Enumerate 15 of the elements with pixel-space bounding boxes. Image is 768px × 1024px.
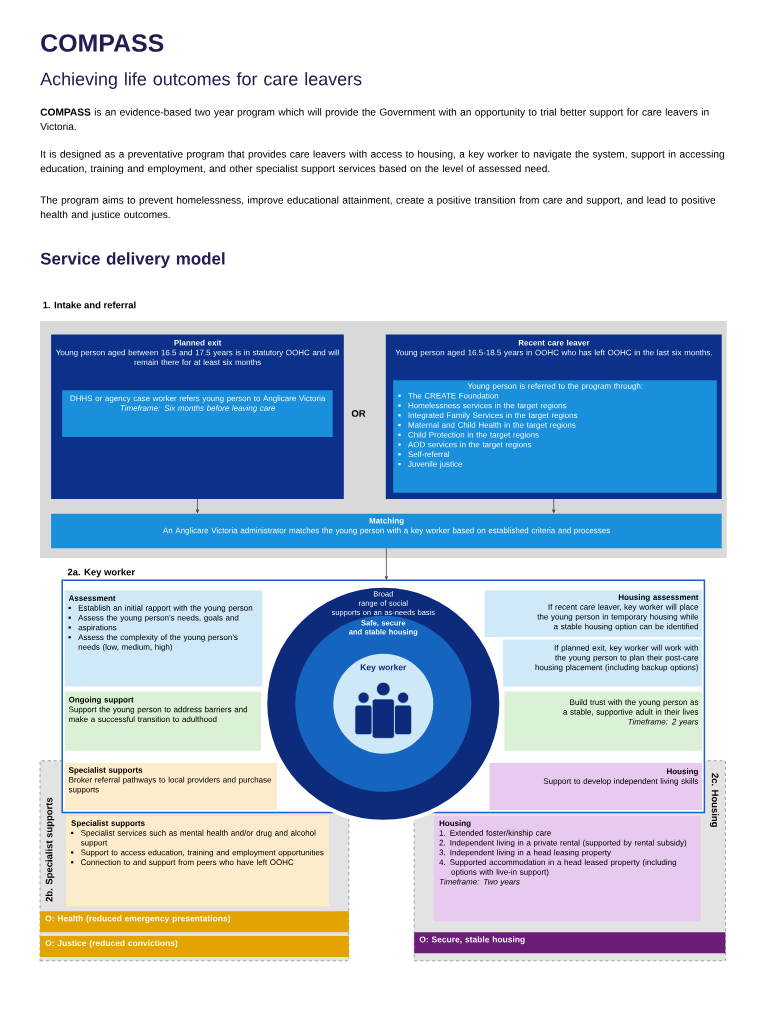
arrow	[384, 547, 388, 580]
paragraph: The program aims to prevent homelessness, improve educational attainment, create a positive transition from care and support, and lead to positive health and justice outcomes.	[40, 196, 716, 221]
or-label: OR	[351, 410, 366, 417]
outcome-bar: O: Health (reduced emergency presentations)	[40, 911, 349, 933]
paragraph: It is designed as a preventative program that provides care leavers with access to housing, a key worker to navigate the system, support in accessing education, training and employment, and other specialist support services based on the level of assessed need.	[40, 150, 724, 175]
subtitle: Achieving life outcomes for care leavers	[40, 72, 362, 89]
arrow	[195, 498, 199, 514]
section-heading: Service delivery model	[40, 252, 225, 268]
title: COMPASS	[41, 34, 164, 52]
node-label: 1. Intake and referral	[43, 301, 136, 309]
outcome-bar: O: Justice (reduced convictions)	[40, 936, 349, 957]
paragraph: COMPASS is an evidence-based two year program which will provide the Government with an opportunity to trial better support for care leavers in Victoria.	[40, 108, 709, 131]
node-label: 2a. Key worker	[67, 568, 135, 578]
arrow	[552, 498, 556, 514]
outcome-bar: O: Secure, stable housing	[414, 932, 726, 954]
